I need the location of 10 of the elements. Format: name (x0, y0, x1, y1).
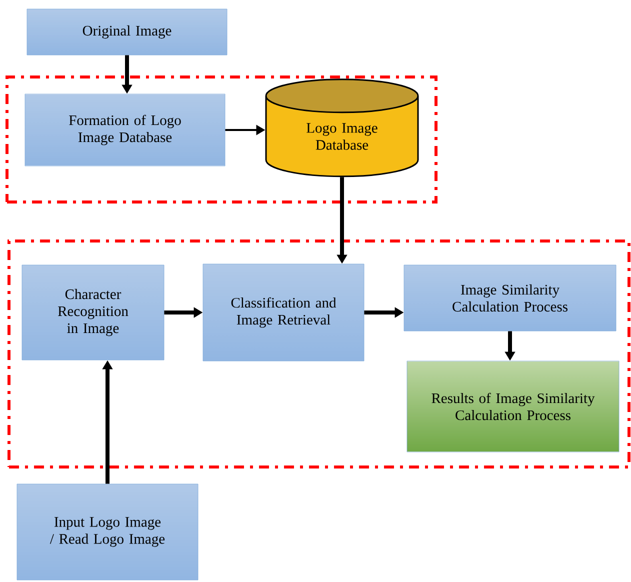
dashed-group-frame (6, 76, 438, 204)
process-box: Original Image (26, 8, 228, 56)
database-cylinder: Logo Image Database (265, 78, 419, 178)
process-box: Classification and Image Retrieval (202, 264, 364, 362)
result-box: Results of Image Similarity Calculation Process (406, 360, 620, 452)
process-box: Input Logo Image / Read Logo Image (16, 484, 198, 580)
dashed-group-frame (8, 240, 630, 468)
process-box: Image Similarity Calculation Process (404, 264, 616, 332)
process-box: Character Recognition in Image (22, 264, 164, 360)
process-box: Formation of Logo Image Database (24, 94, 226, 166)
